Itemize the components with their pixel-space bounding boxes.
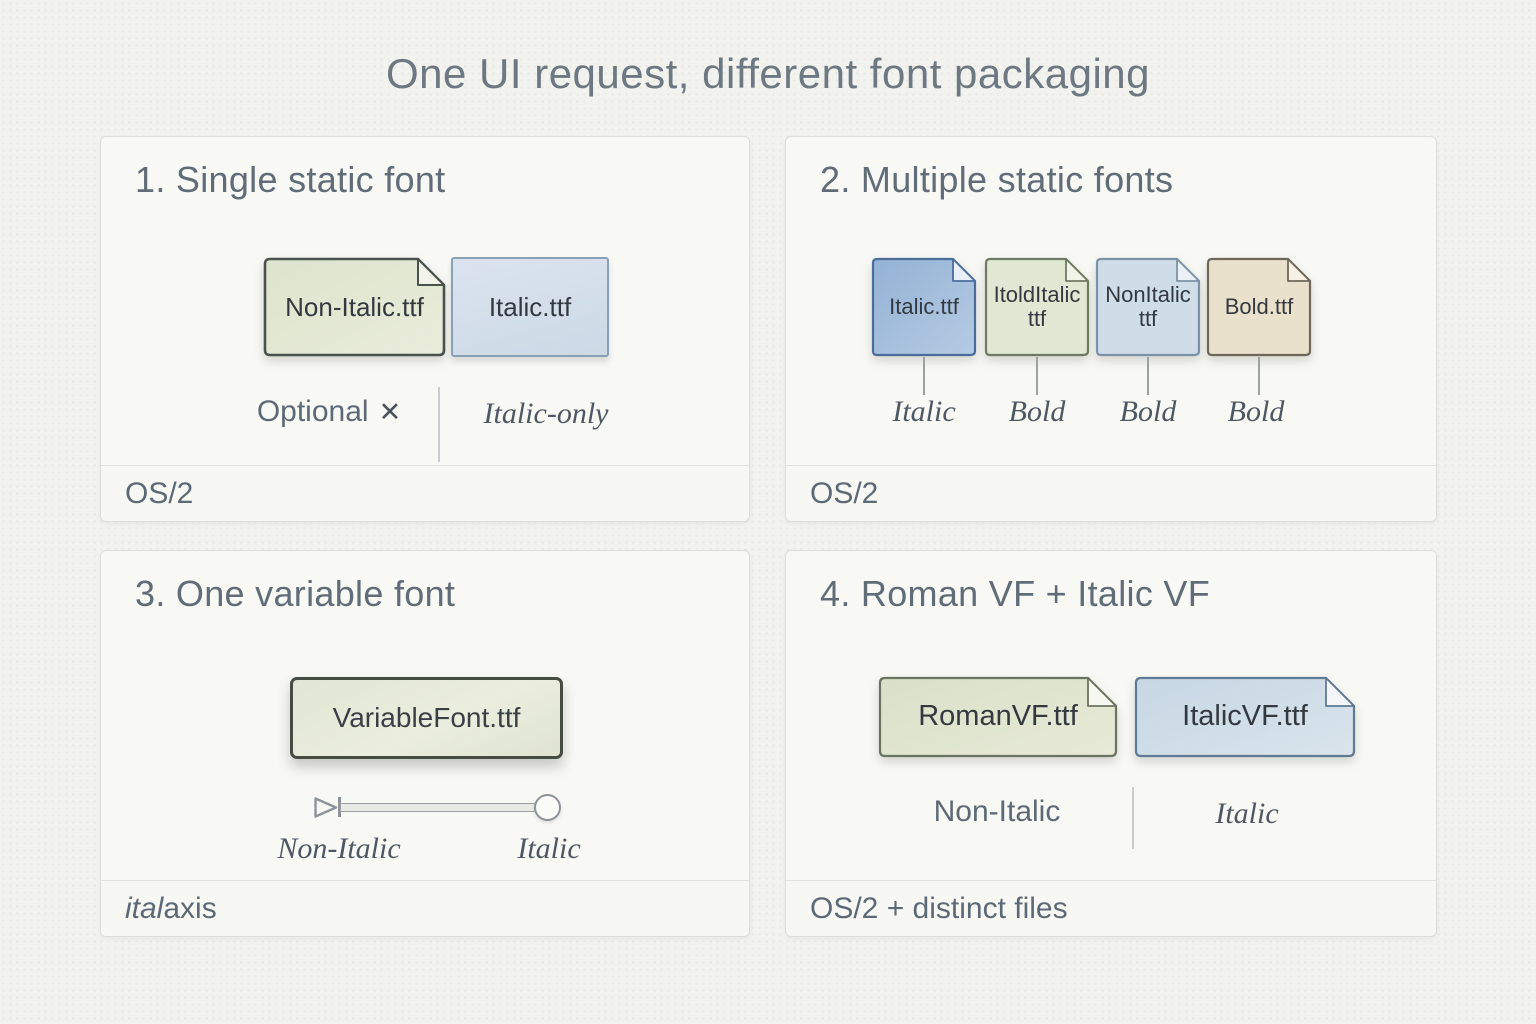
footer-text: axis bbox=[163, 891, 217, 925]
vertical-divider bbox=[438, 387, 440, 462]
file-non-italic-ttf: Non-Italic.ttf bbox=[263, 257, 446, 357]
non-italic-label: Non-Italic bbox=[933, 795, 1061, 828]
slider-max-label: Italic bbox=[517, 832, 581, 865]
footer-text: OS/2 bbox=[125, 476, 194, 510]
panel-one-variable-font: 3. One variable font VariableFont.ttf No… bbox=[100, 550, 750, 937]
file-icon bbox=[878, 676, 1118, 758]
panel-4-footer: OS/2 + distinct files bbox=[786, 880, 1436, 936]
file-name-label: Bold.ttf bbox=[1206, 257, 1312, 357]
panel-1-heading: 1. Single static font bbox=[135, 159, 446, 200]
slider-min-label: Non-Italic bbox=[277, 832, 401, 865]
file-nonitalic-ttf: NonItalic ttf bbox=[1095, 257, 1201, 357]
panel-3-heading: 3. One variable font bbox=[135, 573, 456, 614]
panel-single-static-font: 1. Single static font Non-Italic.ttf Ita… bbox=[100, 136, 750, 522]
connector-line bbox=[1147, 357, 1149, 395]
panel-4-heading: 4. Roman VF + Italic VF bbox=[820, 573, 1211, 614]
file-name-label: Italic.ttf bbox=[488, 291, 572, 322]
panel-2-heading: 2. Multiple static fonts bbox=[820, 159, 1174, 200]
optional-label: Optional bbox=[256, 395, 369, 428]
file-italic-ttf: Italic.ttf bbox=[871, 257, 977, 357]
panel-multiple-static-fonts: 2. Multiple static fonts Italic.ttf bbox=[785, 136, 1437, 522]
footer-text: OS/2 + distinct files bbox=[810, 891, 1068, 925]
file-name-line2: ttf bbox=[1138, 306, 1158, 331]
page-title: One UI request, different font packaging bbox=[385, 50, 1151, 97]
file-bold-ttf: Bold.ttf bbox=[1206, 257, 1312, 357]
file-icon bbox=[871, 257, 977, 357]
connector-line bbox=[923, 357, 925, 395]
file-name-line2: ttf bbox=[1027, 306, 1047, 331]
file-name-label: ItoldItalic ttf bbox=[984, 257, 1090, 357]
connector-line bbox=[1036, 357, 1038, 395]
file-variablefont-ttf: VariableFont.ttf bbox=[290, 677, 563, 759]
file-italic-ttf: Italic.ttf bbox=[451, 257, 609, 357]
file-itolditalic-ttf: ItoldItalic ttf bbox=[984, 257, 1090, 357]
file-name-label: ItalicVF.ttf bbox=[1182, 700, 1308, 733]
file-icon bbox=[984, 257, 1090, 357]
vertical-divider bbox=[1132, 787, 1134, 849]
panel-roman-vf-italic-vf: 4. Roman VF + Italic VF RomanVF.ttf bbox=[785, 550, 1437, 937]
slider-handle bbox=[534, 794, 561, 821]
file-name-line1: Italic.ttf bbox=[889, 294, 959, 320]
optional-annotation: Optional ✕ bbox=[257, 395, 401, 429]
file-italicvf-ttf: ItalicVF.ttf bbox=[1134, 676, 1356, 758]
panel-3-footer: ital axis bbox=[101, 880, 749, 936]
panel-1-footer: OS/2 bbox=[101, 465, 749, 521]
footer-text: OS/2 bbox=[810, 476, 879, 510]
italic-only-label: Italic-only bbox=[483, 397, 609, 430]
connector-line bbox=[1258, 357, 1260, 395]
file-romanvf-ttf: RomanVF.ttf bbox=[878, 676, 1118, 758]
file-name-label: Non-Italic.ttf bbox=[285, 291, 424, 322]
file-name-line1: Bold.ttf bbox=[1224, 294, 1294, 320]
file-name-line1: NonItalic bbox=[1105, 282, 1191, 308]
slider-track bbox=[340, 803, 548, 812]
file-name-line1: ItoldItalic bbox=[993, 282, 1081, 308]
style-tag: Bold bbox=[1008, 395, 1066, 428]
style-tag: Bold bbox=[1227, 395, 1285, 428]
x-icon: ✕ bbox=[378, 396, 402, 427]
file-name-label: NonItalic ttf bbox=[1095, 257, 1201, 357]
italic-label: Italic bbox=[1215, 797, 1279, 830]
slider-triangle-icon bbox=[314, 797, 338, 818]
axis-name: ital bbox=[125, 891, 164, 925]
style-tag: Bold bbox=[1119, 395, 1177, 428]
file-name-label: Italic.ttf bbox=[871, 257, 977, 357]
file-icon bbox=[263, 257, 446, 357]
file-icon bbox=[1206, 257, 1312, 357]
panel-2-footer: OS/2 bbox=[786, 465, 1436, 521]
file-icon bbox=[1134, 676, 1356, 758]
file-name-label: VariableFont.ttf bbox=[332, 702, 521, 733]
slider-start-tick bbox=[338, 797, 341, 817]
file-icon bbox=[1095, 257, 1201, 357]
style-tag: Italic bbox=[892, 395, 956, 428]
file-name-label: RomanVF.ttf bbox=[918, 700, 1078, 733]
